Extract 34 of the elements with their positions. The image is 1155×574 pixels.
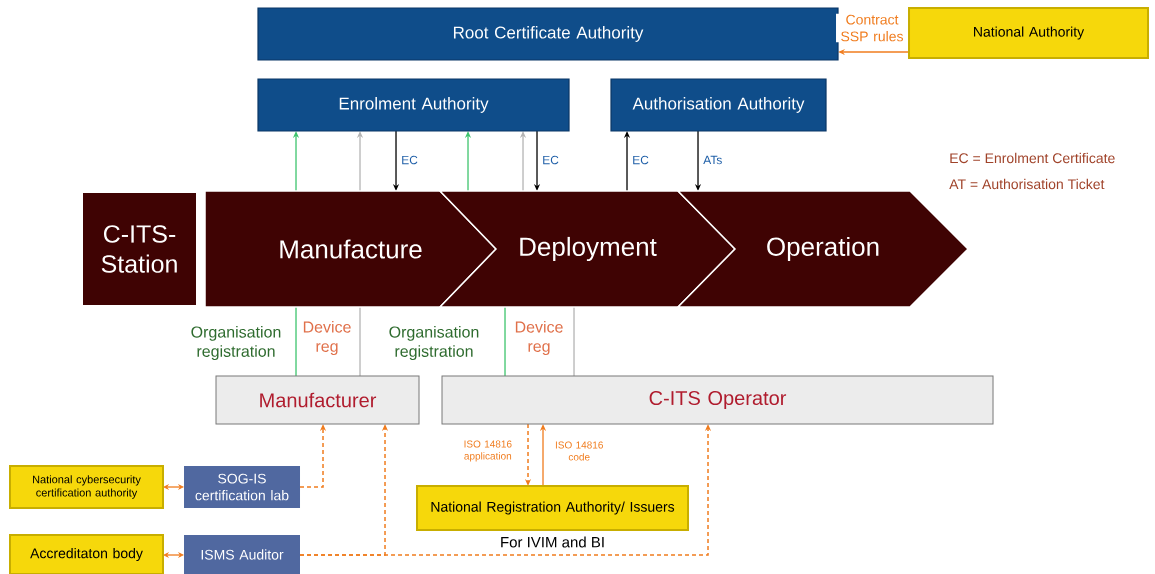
process-step: Operation xyxy=(676,190,970,308)
edge-label: Organisation registration xyxy=(389,325,479,361)
connector-line xyxy=(573,306,575,377)
legend-note: AT = Authorisation Ticket xyxy=(949,178,1105,190)
legend-note: EC = Enrolment Certificate xyxy=(950,152,1115,164)
arrow xyxy=(163,483,184,491)
actor-box: C-ITS Operator xyxy=(441,375,994,425)
edge-label: Device reg xyxy=(515,320,563,356)
edge-label: EC xyxy=(543,155,559,165)
edge-label: ISO 14816 application xyxy=(464,440,512,462)
authority-box: National Authority xyxy=(908,7,1149,59)
authority-box: Accreditaton body xyxy=(9,534,164,574)
edge-label: Contract SSP rules xyxy=(841,14,903,42)
authority-box: Enrolment Authority xyxy=(257,78,570,132)
actor-box: Manufacturer xyxy=(215,375,420,425)
edge-label: ATs xyxy=(703,155,722,165)
authority-box: National cybersecurity certification authority xyxy=(9,465,164,509)
authority-box: Root Certificate Authority xyxy=(257,7,839,61)
arrow xyxy=(163,551,184,559)
edge-label: Organisation registration xyxy=(191,325,281,361)
auditor-box: ISMS Auditor xyxy=(184,535,300,574)
authority-box: Authorisation Authority xyxy=(610,78,827,132)
edge-label: ISO 14816 code xyxy=(555,441,603,461)
connector-line xyxy=(504,306,506,377)
process-step: Deployment xyxy=(438,190,737,308)
edge-label: EC xyxy=(402,155,418,165)
connector-line xyxy=(295,306,297,377)
authority-box: National Registration Authority/ Issuers xyxy=(416,485,689,531)
connector-line xyxy=(359,306,361,377)
lab-box: SOG-IS certification lab xyxy=(184,466,300,508)
station-box: C-ITS-Station xyxy=(83,193,196,305)
node-caption: For IVIM and BI xyxy=(501,536,604,548)
edge-label: Device reg xyxy=(303,320,351,356)
edge-label: EC xyxy=(633,155,649,165)
